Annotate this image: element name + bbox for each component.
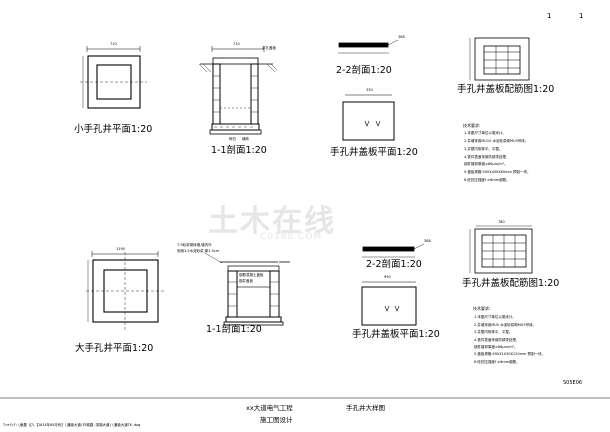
small-cover-plan-drawing	[342, 94, 395, 141]
notes-lower-line: 5.盖板规格:990X1030X120mm 预制一块。	[474, 352, 546, 356]
small-section-2-drawing	[338, 39, 399, 54]
notes-upper-line: 4.铁件表面采用防锈漆处理,	[464, 155, 507, 159]
dim-small-2-2: 388	[398, 35, 405, 39]
title-small-cover-plan: 手孔井盖板平面1:20	[330, 147, 418, 158]
title-small-section-1: 1-1剖面1:20	[211, 145, 267, 156]
notes-lower-title: 技术要求:	[473, 306, 491, 311]
notes-lower-line: 2.井墙采用MU5 水泥砂浆砌MU5号砖。	[474, 323, 537, 327]
dim-large-cover: 990	[384, 275, 391, 279]
notes-upper-line: 3.井壁内侧抹平、平整。	[464, 147, 503, 151]
large-cover-rebar-drawing	[469, 225, 533, 274]
notes-lower-line: 6.砼抗压强度f ≥6mm钢筋。	[474, 360, 520, 364]
notes-upper-line: 钢件镀锌厚度≥86μm/m²。	[464, 162, 508, 166]
dim-small-section-width: 710	[233, 42, 240, 46]
notes-lower-line: 3.井壁内侧抹平、平整。	[474, 330, 513, 334]
large-plan-drawing	[86, 251, 165, 330]
small-section-1-drawing	[198, 46, 278, 135]
title-large-plan: 大手孔井平面1:20	[75, 343, 154, 354]
label-cover-slab: 钢筋混凝土盖板	[239, 273, 264, 277]
notes-lower-line: 4.铁件表面采用防锈漆处理,	[474, 338, 517, 342]
small-plan-drawing	[80, 46, 147, 109]
project-name: xx大道电气工程	[246, 404, 293, 412]
notes-upper-title: 技术要求:	[463, 123, 481, 128]
plaster-note-line-2: 侧用1:2水泥砂浆,厚1.5cm	[177, 249, 220, 253]
title-large-cover-rebar: 手孔井盖板配筋图1:20	[462, 278, 560, 289]
title-large-section-1: 1-1剖面1:20	[206, 324, 262, 335]
watermark-url: C0188.COM	[260, 232, 323, 242]
label-gravel: 碎石	[229, 137, 236, 141]
dim-large-plan-width: 1190	[116, 247, 125, 251]
dim-small-plan-width: 710	[110, 42, 117, 46]
design-stage: 施工图设计	[260, 416, 293, 424]
title-small-cover-rebar: 手孔井盖板配筋图1:20	[457, 84, 555, 95]
sheet-code: S05E06	[563, 380, 583, 386]
page-number-right: 1	[579, 12, 584, 20]
plaster-note-line-1: 7.5砂浆砌砖墙,墙内外	[177, 243, 212, 247]
notes-upper-line: 2.井墙采用MU10 水泥砂浆砌MU5号砖。	[464, 139, 529, 143]
title-large-cover-plan: 手孔井盖板平面1:20	[352, 329, 440, 340]
watermark-text: 土木在线	[208, 204, 336, 239]
notes-lower-line: 1.本图尺寸单位以毫米计。	[474, 315, 516, 319]
notes-upper-line: 1.本图尺寸单位以毫米计。	[464, 131, 506, 135]
title-small-plan: 小手孔井平面1:20	[74, 124, 153, 135]
large-section-2-drawing	[362, 243, 425, 258]
title-small-section-2: 2-2剖面1:20	[336, 65, 392, 76]
drawing-title: 手孔井大样图	[346, 404, 385, 412]
label-paving: 铺砖	[242, 137, 249, 141]
title-large-section-2: 2-2剖面1:20	[366, 259, 422, 270]
dim-large-rebar: 780	[498, 220, 505, 224]
dim-small-cover: 330	[366, 88, 373, 92]
file-path: Tref\F:\東晨 幻\【2014年05月份】\通瀛大道(环城路-滨湖大道)\…	[3, 423, 141, 427]
label-manhole-cover: 手孔盖板	[262, 46, 276, 50]
page-number-left: 1	[547, 12, 552, 20]
notes-upper-line: 6.砼抗压强度f ≥6mm钢筋。	[464, 178, 510, 182]
notes-lower-line: 钢件镀锌厚度≥86μm/m²。	[474, 345, 518, 349]
watermark: 土木在线 C0188.COM	[208, 196, 336, 242]
large-cover-plan-drawing	[361, 281, 417, 326]
large-section-1-drawing	[204, 252, 290, 326]
dim-large-2-2: 388	[424, 239, 431, 243]
notes-upper-line: 5.盖板规格:500X450X60mm 预制一块。	[464, 170, 531, 174]
label-cover-slab-2: 钢井盖板	[239, 279, 253, 283]
small-cover-rebar-drawing	[469, 37, 530, 81]
